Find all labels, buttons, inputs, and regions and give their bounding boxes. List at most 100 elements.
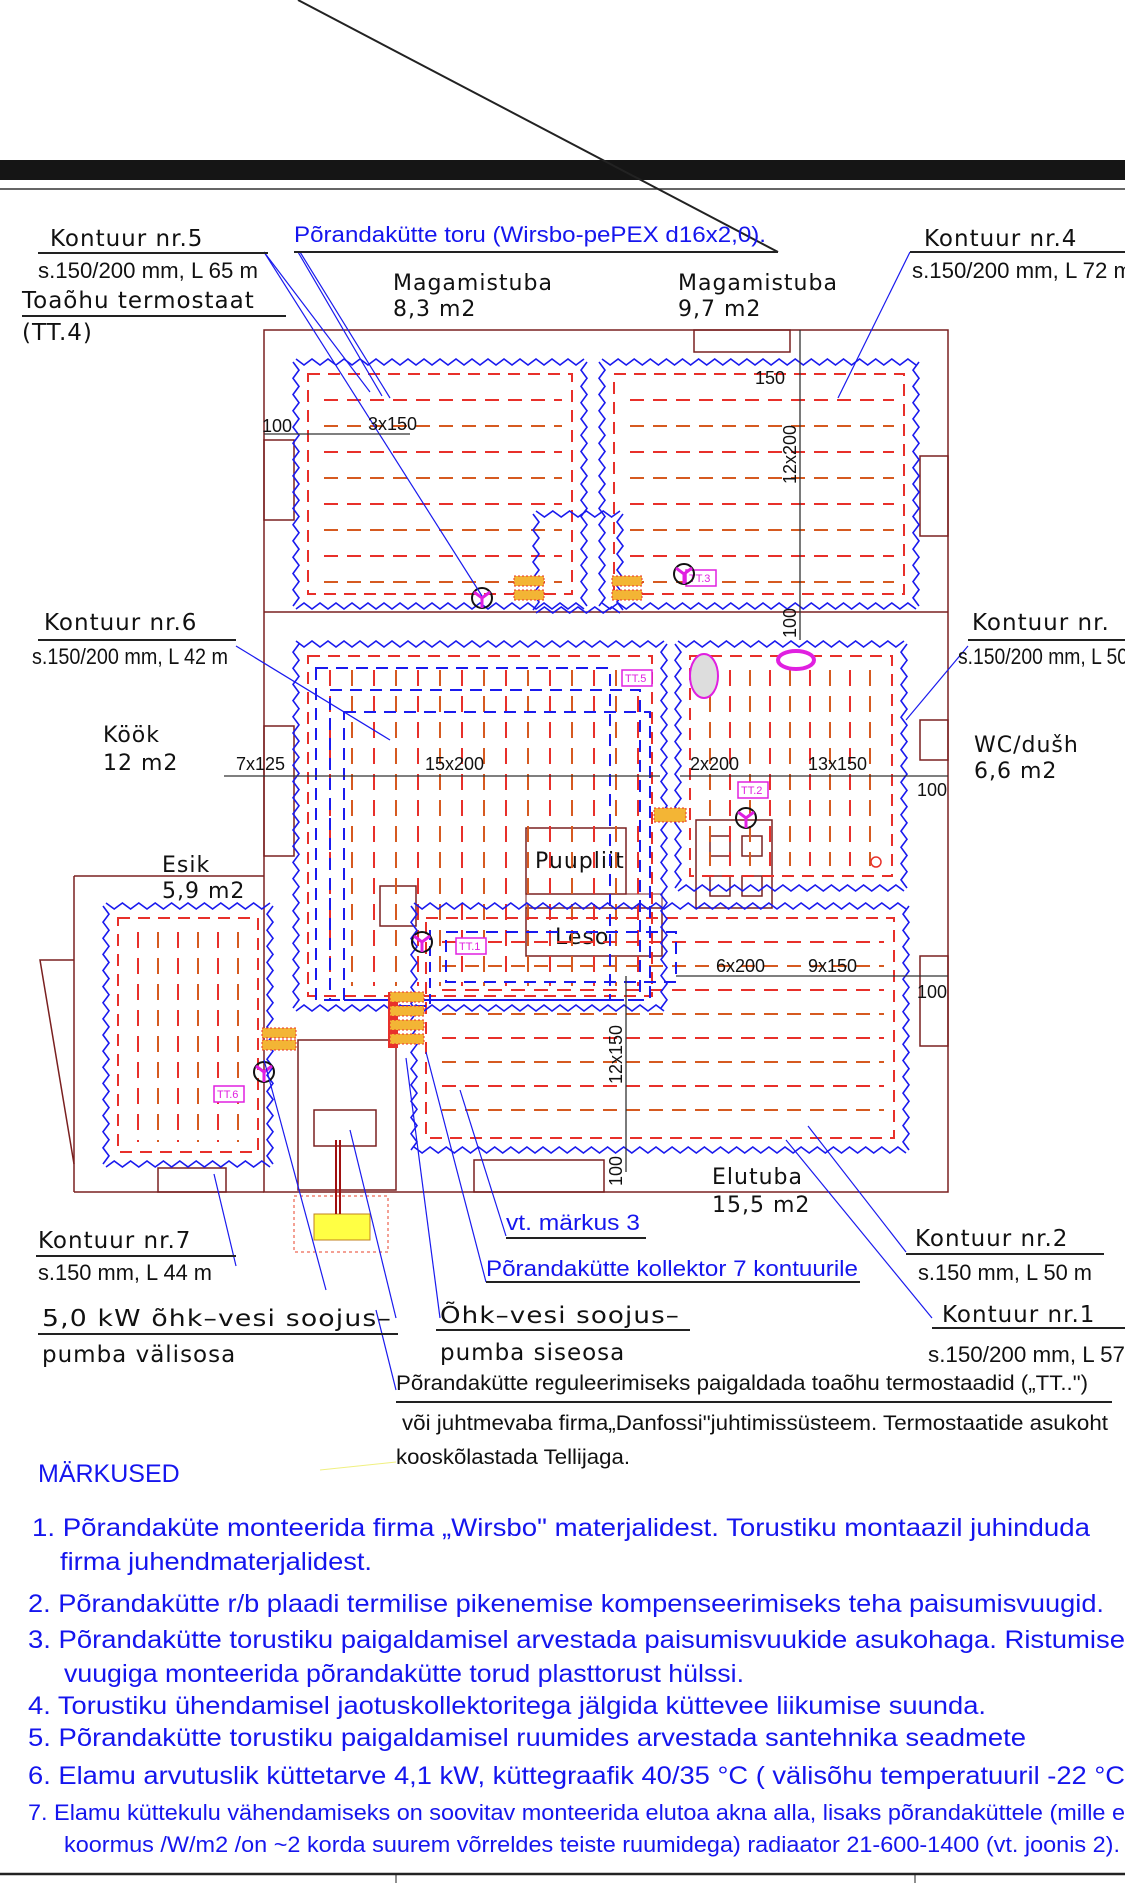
range-label: Leso	[555, 925, 609, 950]
heat-pump-outdoor-label: 5,0 kW õhk–vesi soojus–	[42, 1306, 392, 1332]
thermostat-label: Toaõhu termostaat	[21, 288, 255, 314]
note-3: 3. Põrandakütte torustiku paigaldamisel …	[28, 1626, 1125, 1654]
thermostat-tag	[213, 1085, 245, 1103]
thermostat-symbol-icon	[255, 1064, 273, 1082]
house-walls	[39, 329, 949, 1193]
note-4: 4. Torustiku ühendamisel jaotuskollektor…	[28, 1692, 986, 1720]
dim-label: 12x150	[606, 1025, 626, 1084]
contour-7-spec: s.150 mm, L 44 m	[38, 1260, 212, 1285]
expansion-joint	[660, 643, 668, 1009]
note-7: 7. Elamu küttekulu vähendamiseks on soov…	[28, 1800, 1125, 1825]
dim-label: 12x200	[780, 425, 800, 484]
pipe-loop	[425, 917, 895, 1139]
heat-pump-outdoor-label-2: pumba välisosa	[42, 1342, 236, 1368]
living-name: Elutuba	[712, 1165, 803, 1190]
wc-name: WC/dušh	[974, 733, 1079, 758]
dim-label: 150	[755, 368, 785, 388]
expansion-joint	[413, 1146, 907, 1154]
bedroom-1-name: Magamistuba	[393, 271, 553, 296]
contour-2-title: Kontuur nr.2	[915, 1226, 1068, 1252]
expansion-joint	[292, 361, 300, 607]
hall-name: Esik	[162, 853, 210, 878]
return-pipe	[343, 711, 651, 1001]
contour-1-spec: s.150/200 mm, L 57	[928, 1342, 1125, 1367]
expansion-joint	[677, 884, 905, 892]
dim-label: 100	[606, 1156, 626, 1186]
note-1: 1. Põrandaküte monteerida firma „Wirsbo"…	[32, 1514, 1090, 1542]
thermostat-note-line-1: Põrandakütte reguleerimiseks paigaldada …	[396, 1372, 1088, 1395]
expansion-joint	[902, 905, 910, 1151]
expansion-joint	[900, 643, 908, 889]
note-6: 6. Elamu arvutuslik küttetarve 4,1 kW, k…	[28, 1762, 1125, 1790]
pipe-loop	[117, 917, 259, 1153]
expansion-joint	[580, 361, 588, 607]
dim-label: 13x150	[808, 754, 867, 774]
expansion-joint	[292, 643, 300, 1009]
expansion-joint	[598, 361, 606, 607]
heating-pipe-loops	[117, 373, 905, 1153]
expansion-joint	[295, 640, 665, 648]
notes-title: MÄRKUSED	[38, 1460, 180, 1488]
note-1-cont: firma juhendmaterjalidest.	[60, 1548, 372, 1576]
note-3-reference: vt. märkus 3	[506, 1210, 640, 1235]
contour-4-spec: s.150/200 mm, L 72 m	[912, 258, 1125, 283]
thermostat-code: (TT.4)	[22, 320, 93, 346]
collector-outlets	[261, 575, 687, 1051]
dim-label: 100	[917, 982, 947, 1002]
expansion-joint	[102, 905, 110, 1165]
expansion-joint	[601, 602, 917, 610]
contour-4-title: Kontuur nr.4	[924, 226, 1077, 252]
dim-label: 6x200	[716, 956, 765, 976]
dim-label: 7x125	[236, 754, 285, 774]
note-2: 2. Põrandakütte r/b plaadi termilise pik…	[28, 1590, 1104, 1618]
expansion-joint	[535, 606, 621, 614]
pipe-loop	[613, 373, 905, 595]
thermostat-symbol-icon	[473, 590, 491, 608]
contour-6-title: Kontuur nr.6	[44, 610, 197, 636]
contour-5-spec: s.150/200 mm, L 65 m	[38, 258, 258, 283]
expansion-joint	[535, 510, 621, 518]
heat-pump-outdoor-zone	[293, 1195, 389, 1253]
thermostat-symbol-icon	[737, 810, 755, 828]
pipe-loop	[307, 655, 653, 997]
collector-label: Põrandakütte kollektor 7 kontuurile	[486, 1256, 858, 1281]
toilet-icon	[689, 653, 719, 699]
thermostat-note-line-3: kooskõlastada Tellijaga.	[396, 1446, 630, 1469]
contour-3-spec: s.150/200 mm, L 50	[958, 644, 1125, 669]
stove-label: Puupliit	[535, 849, 625, 874]
bedroom-2-area: 9,7 m2	[678, 297, 761, 322]
dim-label: 9x150	[808, 956, 857, 976]
thermostat-tag-label: TT.1	[459, 941, 480, 953]
expansion-joint	[105, 902, 271, 910]
heat-pump-outdoor-unit	[313, 1213, 371, 1241]
return-pipe	[315, 667, 611, 1001]
thermostat-symbol-icon	[413, 934, 431, 952]
thermostat-tag	[621, 669, 653, 687]
contour-5-title: Kontuur nr.5	[50, 226, 203, 252]
expansion-joint	[674, 643, 682, 889]
expansion-joint	[601, 358, 917, 366]
title-bar	[0, 160, 1125, 180]
living-area: 15,5 m2	[712, 1193, 810, 1218]
dim-label: 100	[262, 416, 292, 436]
note-3-cont: vuugiga monteerida põrandakütte torud pl…	[64, 1660, 744, 1688]
pipe-loop	[307, 373, 573, 595]
contour-1-title: Kontuur nr.1	[942, 1302, 1095, 1328]
dim-label: 3x150	[368, 414, 417, 434]
expansion-joint	[295, 602, 585, 610]
note-5: 5. Põrandakütte torustiku paigaldamisel …	[28, 1724, 1026, 1752]
heat-pump-indoor-label-2: pumba siseosa	[440, 1340, 625, 1366]
thermostat-note-line-2: või juhtmevaba firma„Danfossi"juhtimissü…	[402, 1412, 1108, 1435]
wc-area: 6,6 m2	[974, 759, 1057, 784]
expansion-joint	[677, 640, 905, 648]
expansion-joint	[912, 361, 920, 607]
title-block-frame	[0, 1872, 1125, 1883]
dim-label: 100	[780, 608, 800, 638]
bedroom-1-area: 8,3 m2	[393, 297, 476, 322]
thermostat-tag-label: TT.5	[625, 673, 646, 685]
kitchen-name: Köök	[103, 723, 160, 748]
return-pipe	[329, 689, 641, 1001]
thermostats: TT.3TT.5TT.2TT.1TT.6	[213, 563, 769, 1103]
drain-icon	[870, 856, 882, 868]
